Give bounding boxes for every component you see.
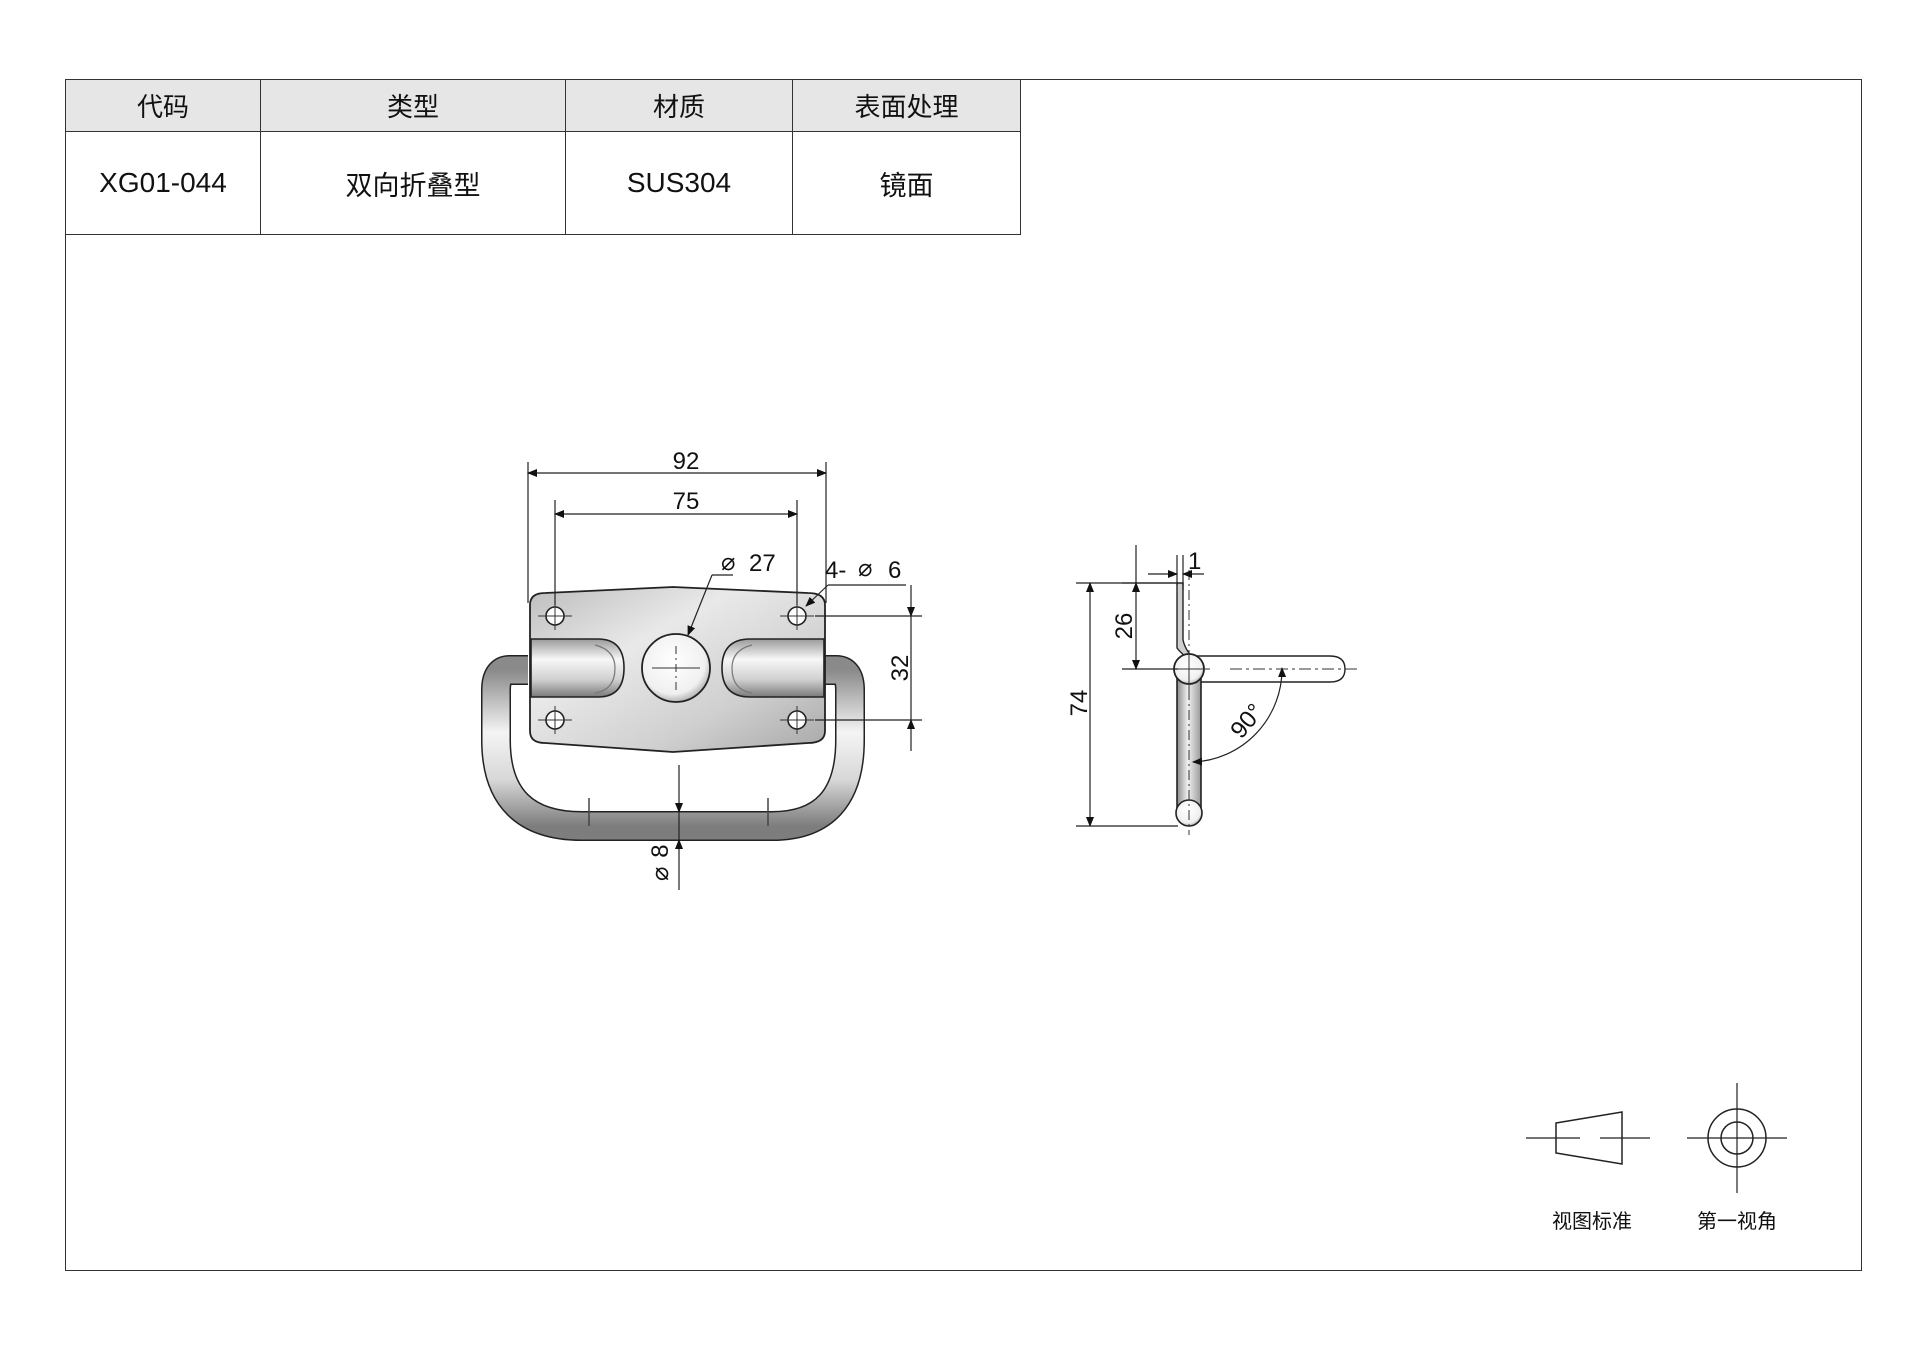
dim-center-hole-label: 27	[749, 550, 776, 577]
dim-pivot-height	[1122, 545, 1178, 670]
dim-center-hole	[687, 574, 733, 636]
spec-table-header-row: 代码 类型 材质 表面处理	[65, 79, 1021, 132]
projection-symbol: 视图标准 第一视角	[1526, 1083, 1787, 1233]
right-hinge-tube	[721, 638, 825, 698]
header-type: 类型	[260, 79, 566, 132]
projection-standard-label: 视图标准	[1552, 1209, 1632, 1233]
side-view: 74 26 1 90°	[1066, 545, 1360, 835]
header-material: 材质	[565, 79, 793, 132]
dim-fold-angle	[1192, 667, 1287, 766]
spec-table-row: XG01-044 双向折叠型 SUS304 镜面	[65, 131, 1021, 235]
projection-angle-label: 第一视角	[1697, 1209, 1777, 1233]
dim-thickness-label: 1	[1188, 548, 1201, 575]
cell-material: SUS304	[565, 131, 793, 235]
dim-mount-holes-label: 6	[888, 557, 901, 584]
diameter-symbol: ⌀	[647, 867, 674, 881]
dim-ring-dia-label: 8	[647, 844, 674, 857]
front-view: 92 75 ⌀ 27 4- ⌀ 6 32	[481, 448, 922, 890]
dim-thickness	[1148, 555, 1204, 585]
cell-code: XG01-044	[65, 131, 261, 235]
dim-hole-vertical-label: 32	[887, 655, 914, 682]
mount-holes	[538, 602, 814, 734]
dim-overall-width	[527, 462, 827, 603]
dim-pivot-height-label: 26	[1111, 613, 1138, 640]
dim-hole-spacing	[554, 500, 798, 605]
left-hinge-tube	[530, 638, 625, 698]
side-plate	[1176, 582, 1199, 667]
diameter-symbol: ⌀	[721, 549, 735, 576]
header-finish: 表面处理	[792, 79, 1021, 132]
dim-hole-spacing-label: 75	[673, 488, 700, 515]
dim-mount-holes	[805, 584, 906, 607]
dim-overall-width-label: 92	[673, 448, 700, 475]
projection-cone	[1526, 1111, 1650, 1165]
cell-finish: 镜面	[792, 131, 1021, 235]
dim-mount-holes-prefix: 4-	[825, 557, 846, 584]
diameter-symbol: ⌀	[858, 555, 872, 582]
dim-fold-angle-label: 90°	[1225, 699, 1269, 744]
dim-hole-vertical	[815, 585, 922, 751]
dim-height-label: 74	[1066, 690, 1093, 717]
spec-table: 代码 类型 材质 表面处理 XG01-044 双向折叠型 SUS304 镜面	[65, 79, 1021, 235]
projection-circles	[1687, 1083, 1787, 1193]
